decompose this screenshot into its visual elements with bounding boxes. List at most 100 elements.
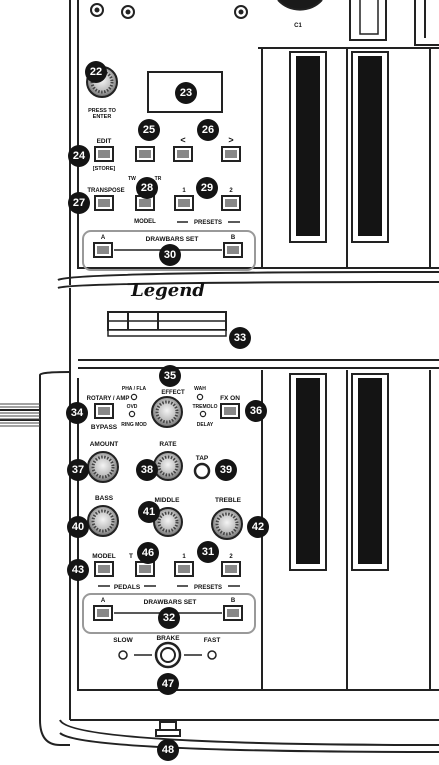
amount-label: AMOUNT	[90, 441, 119, 448]
pedals-label: PEDALS	[114, 584, 141, 591]
svg-text:31: 31	[202, 546, 214, 558]
svg-text:27: 27	[73, 197, 85, 209]
svg-text:39: 39	[220, 464, 232, 476]
svg-text:22: 22	[90, 66, 102, 78]
black-key-upper-1	[289, 51, 327, 243]
callout-32: 32	[158, 607, 180, 629]
rate-knob[interactable]	[153, 451, 183, 481]
callout-33: 33	[229, 327, 251, 349]
slow-label: SLOW	[113, 637, 133, 644]
fast-label: FAST	[204, 637, 221, 644]
ring-mod-label: RING MOD	[121, 422, 147, 428]
callout-47: 47	[157, 673, 179, 695]
tap-label: TAP	[196, 455, 209, 462]
callout-30: 30	[159, 244, 181, 266]
model-button-lower[interactable]	[94, 561, 114, 577]
preset-2-button-upper[interactable]	[221, 195, 241, 211]
brake-button[interactable]	[154, 641, 182, 669]
drawbar-b-button-upper[interactable]	[223, 242, 243, 258]
fx-on-label: FX ON	[220, 395, 240, 402]
black-key-lower-2-fill	[358, 378, 382, 564]
callout-29: 29	[196, 177, 218, 199]
slow-led	[118, 650, 128, 660]
callout-37: 37	[67, 459, 89, 481]
effect-selector-knob[interactable]	[151, 396, 183, 428]
treble-label: TREBLE	[215, 497, 242, 504]
callout-23: 23	[175, 82, 197, 104]
bypass-label: BYPASS	[91, 424, 118, 431]
drawbar-a-button-upper[interactable]	[93, 242, 113, 258]
drawbar-b-button-lower[interactable]	[223, 605, 243, 621]
tw-label: TW	[128, 176, 136, 182]
rotary-amp-button[interactable]	[94, 403, 114, 419]
c1-label: C1	[294, 23, 302, 29]
callout-22: 22	[85, 61, 107, 83]
callout-42: 42	[247, 516, 269, 538]
callout-24: 24	[68, 145, 90, 167]
svg-text:34: 34	[71, 407, 84, 419]
prev-label: <	[180, 135, 185, 145]
svg-text:32: 32	[163, 612, 175, 624]
exit-button[interactable]	[135, 146, 155, 162]
black-key-lower-2	[351, 373, 389, 571]
svg-text:42: 42	[252, 521, 264, 533]
fx-on-button[interactable]	[220, 403, 240, 419]
middle-knob[interactable]	[153, 507, 183, 537]
svg-text:24: 24	[73, 150, 86, 162]
rotary-amp-label: ROTARY / AMP	[87, 396, 130, 402]
svg-text:28: 28	[141, 182, 153, 194]
enter-label: ENTER	[93, 114, 112, 120]
svg-text:30: 30	[164, 249, 176, 261]
prev-button[interactable]	[173, 146, 193, 162]
callout-36: 36	[245, 400, 267, 422]
callouts: 22 23 24 25 26 27 28 29 30 33 34 35 36 3…	[66, 61, 269, 761]
store-label: [STORE]	[93, 166, 116, 172]
preset-1-label-upper: 1	[182, 188, 186, 194]
preset-2-button-lower[interactable]	[221, 561, 241, 577]
pha-fla-label: PHA / FLA	[122, 386, 147, 392]
preset-1-button-lower[interactable]	[174, 561, 194, 577]
callout-43: 43	[67, 559, 89, 581]
drawbar-a-label-upper: A	[101, 235, 106, 241]
upper-keyboard	[258, 0, 439, 269]
treble-knob[interactable]	[211, 508, 243, 540]
next-button[interactable]	[221, 146, 241, 162]
callout-25: 25	[138, 119, 160, 141]
rotary-speed-lever[interactable]	[107, 311, 227, 337]
callout-40: 40	[67, 516, 89, 538]
svg-text:29: 29	[201, 182, 213, 194]
callout-48: 48	[157, 739, 179, 761]
legend-logo: Legend	[130, 280, 205, 301]
tap-button[interactable]	[193, 462, 211, 480]
svg-text:38: 38	[141, 464, 153, 476]
callout-41: 41	[138, 501, 160, 523]
drawbars-set-label-lower: DRAWBARS SET	[144, 599, 197, 606]
bottom-jack	[155, 721, 181, 737]
svg-text:48: 48	[162, 744, 174, 756]
preset-1-label-lower: 1	[182, 554, 186, 560]
drawbar-b-label-lower: B	[231, 598, 236, 604]
amount-knob[interactable]	[87, 451, 119, 483]
middle-label: MIDDLE	[155, 497, 181, 504]
svg-text:23: 23	[180, 87, 192, 99]
next-label: >	[228, 135, 233, 145]
drawbar-b-label-upper: B	[231, 235, 236, 241]
callout-35: 35	[159, 365, 181, 387]
callout-38: 38	[136, 459, 158, 481]
preset-1-button-upper[interactable]	[174, 195, 194, 211]
transpose-button[interactable]	[94, 195, 114, 211]
svg-text:35: 35	[164, 370, 176, 382]
svg-text:43: 43	[72, 564, 84, 576]
tr-label: TR	[155, 176, 162, 182]
brake-label: BRAKE	[156, 635, 180, 642]
drawbar-a-button-lower[interactable]	[93, 605, 113, 621]
delay-label: DELAY	[197, 422, 214, 428]
bass-knob[interactable]	[87, 505, 119, 537]
black-key-upper-1-fill	[296, 56, 320, 236]
drawbar-a-label-lower: A	[101, 598, 106, 604]
ovd-label: OVD	[127, 404, 138, 410]
edit-button[interactable]	[94, 146, 114, 162]
tr-button-lower[interactable]	[135, 561, 155, 577]
